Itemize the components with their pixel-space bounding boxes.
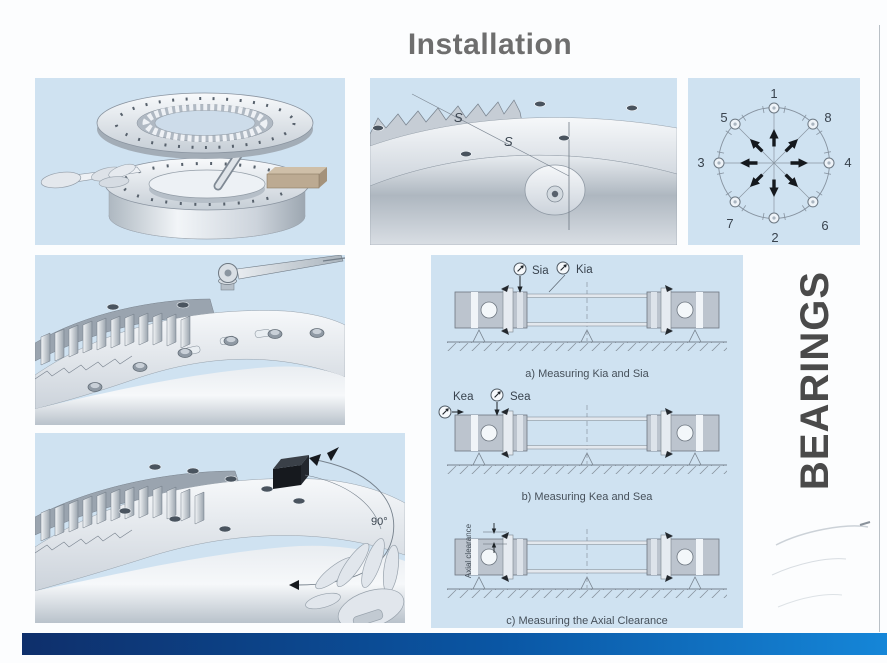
tooth-edge-zigzag <box>35 529 133 554</box>
back-flange-holes <box>106 301 190 311</box>
bolt-number-6: 6 <box>821 218 828 233</box>
diagram-a-overlays: Sia Kia a) Measuring Kia and Sia <box>513 261 650 380</box>
label-kia: Kia <box>576 264 593 276</box>
ring-front-body <box>35 366 345 425</box>
soft-zone-label-s1: S <box>454 110 463 125</box>
cross-section-a <box>446 281 728 352</box>
panel-exploded-view <box>35 78 345 245</box>
page-title: Installation <box>407 28 573 61</box>
caption-c: c) Measuring the Axial Clearance <box>506 615 667 627</box>
right-edge-divider <box>879 25 880 632</box>
bolt-centers <box>717 106 831 220</box>
bolt-sequence-diagram: 1 8 4 6 2 7 3 5 <box>697 86 851 245</box>
dial-gauge-icon <box>556 261 570 275</box>
exploded-view-illustration <box>40 92 327 240</box>
bolt-number-3: 3 <box>697 155 704 170</box>
bolt-holes <box>118 463 306 533</box>
cross-section-b <box>446 404 728 475</box>
dial-gauge-icon <box>438 405 452 419</box>
bolt-number-2: 2 <box>771 230 778 245</box>
rotation-angle-label: 90° <box>371 516 388 528</box>
torque-wrench <box>218 255 345 291</box>
mounting-base <box>104 135 327 240</box>
soft-zone-label-s2: S <box>504 134 513 149</box>
measuring-diagrams: Sia Kia a) Measuring Kia and Sia Kea Sea… <box>438 261 728 627</box>
filling-plug <box>524 164 586 216</box>
rotation-illustration: 90° <box>35 447 405 623</box>
bolt-number-4: 4 <box>844 155 851 170</box>
tick-marks <box>717 106 831 220</box>
panel-torque-wrench <box>35 255 345 425</box>
tooth-edge-zigzag <box>35 355 133 380</box>
label-kea: Kea <box>453 391 474 403</box>
panel-measuring-diagrams: Sia Kia a) Measuring Kia and Sia Kea Sea… <box>431 255 743 628</box>
shim-block <box>266 167 327 189</box>
label-sia: Sia <box>532 265 549 277</box>
bolt-number-5: 5 <box>720 110 727 125</box>
dial-gauge-icon <box>490 388 504 402</box>
footer-gradient-bar <box>22 633 887 655</box>
caption-a: a) Measuring Kia and Sia <box>525 368 649 380</box>
position-marker <box>273 447 339 489</box>
soft-zone-illustration: S S <box>370 93 677 245</box>
soft-zone-leader <box>411 93 570 177</box>
ring-front-face <box>370 154 677 245</box>
cross-section-c <box>446 528 728 599</box>
axial-clearance-label: Axial clearance <box>464 523 473 578</box>
side-label-text: BEARINGS <box>793 270 838 490</box>
decorative-swoosh <box>771 521 871 608</box>
label-sea: Sea <box>510 391 531 403</box>
hand <box>305 538 405 623</box>
bolt-heads <box>87 328 325 392</box>
torque-wrench-illustration <box>35 255 345 425</box>
gear-ring <box>96 92 314 159</box>
diagram-b-overlays: Kea Sea b) Measuring Kea and Sea <box>438 388 654 503</box>
diagram-c-overlays: Axial clearance c) Measuring the Axial C… <box>464 523 668 627</box>
bolt-holes <box>372 100 638 158</box>
panel-bolt-sequence: 1 8 4 6 2 7 3 5 <box>688 78 860 245</box>
bolt-number-8: 8 <box>824 110 831 125</box>
side-label-bearings: BEARINGS <box>781 260 851 500</box>
rotation-arc <box>289 454 395 590</box>
cross-spokes <box>719 108 829 218</box>
dial-gauge-icon <box>513 262 527 276</box>
panel-rotate-90: 90° <box>35 433 405 623</box>
panel-soft-zone: S S <box>370 78 677 245</box>
hand-with-feeler-gauge <box>40 163 142 189</box>
caption-b: b) Measuring Kea and Sea <box>522 491 654 503</box>
bolt-number-1: 1 <box>770 86 777 101</box>
bolt-number-7: 7 <box>726 216 733 231</box>
